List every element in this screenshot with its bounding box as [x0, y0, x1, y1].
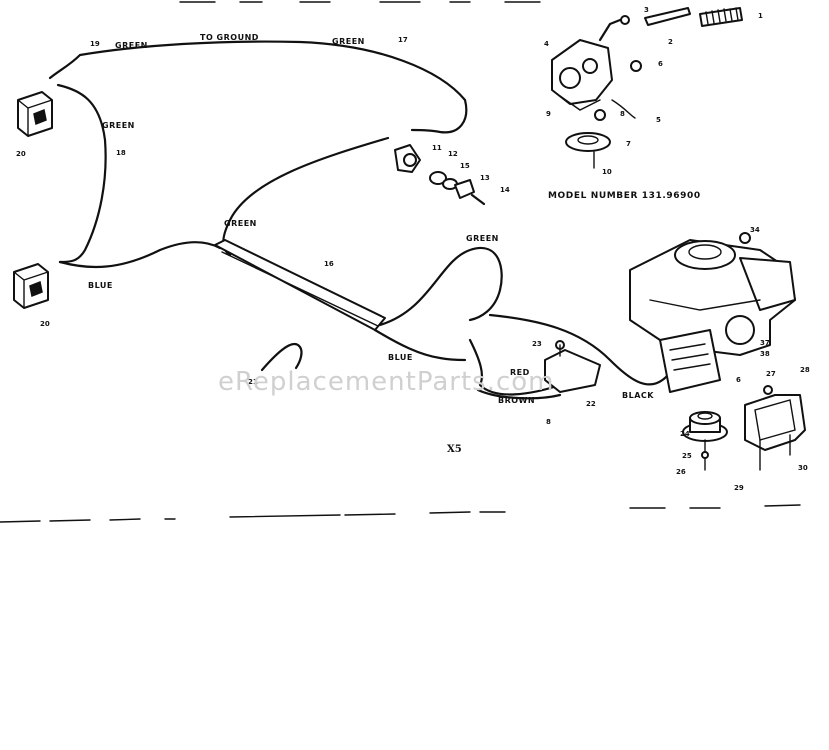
bottom-edge-line [0, 504, 801, 523]
callout-25: 25 [682, 452, 692, 460]
wire-clip-21 [260, 342, 303, 372]
callout-34: 34 [750, 226, 760, 234]
control-bar-bracket [544, 340, 601, 393]
callout-23: 23 [532, 340, 542, 348]
callout-26: 26 [676, 468, 686, 476]
blade-adapter [682, 411, 728, 471]
callout-11: 11 [432, 144, 442, 152]
callout-38: 38 [760, 350, 770, 358]
engine [629, 232, 796, 393]
callout-8: 8 [620, 110, 625, 118]
callout-17: 17 [398, 36, 408, 44]
label-red: RED [510, 368, 530, 377]
callout-20a: 20 [16, 150, 26, 158]
callout-21: 21 [248, 378, 258, 386]
wire-labels: TO GROUND GREEN GREEN GREEN GREEN GREEN … [88, 33, 654, 405]
callout-15: 15 [460, 162, 470, 170]
callout-9: 9 [546, 110, 551, 118]
callout-30: 30 [798, 464, 808, 472]
callout-19: 19 [90, 40, 100, 48]
label-green-right: GREEN [466, 234, 499, 243]
page-code: X5 [447, 444, 462, 455]
label-blue-center: BLUE [388, 353, 413, 362]
label-black: BLACK [622, 391, 654, 400]
watermark: eReplacementParts.com [218, 367, 555, 397]
callout-37: 37 [760, 339, 770, 347]
callout-14: 14 [500, 186, 510, 194]
callout-12: 12 [448, 150, 458, 158]
callout-7: 7 [626, 140, 631, 148]
callout-4: 4 [544, 40, 549, 48]
model-number-label: MODEL NUMBER 131.96900 [548, 191, 701, 201]
upper-left-switch [17, 91, 53, 137]
label-green-center: GREEN [224, 219, 257, 228]
callout-5: 5 [656, 116, 661, 124]
callout-10: 10 [602, 168, 612, 176]
callout-1: 1 [758, 12, 763, 20]
callout-28: 28 [800, 366, 810, 374]
label-to-ground: TO GROUND [200, 33, 259, 42]
callout-numbers: 1 2 3 4 5 6 7 8 9 10 11 12 13 14 15 16 1… [16, 6, 810, 492]
label-brown: BROWN [498, 396, 535, 405]
callout-20b: 20 [40, 320, 50, 328]
callout-29: 29 [734, 484, 744, 492]
callout-16: 16 [324, 260, 334, 268]
callout-8b: 8 [546, 418, 551, 426]
control-assembly [551, 7, 743, 169]
callout-6: 6 [658, 60, 663, 68]
callout-24: 24 [680, 430, 690, 438]
label-blue-left: BLUE [88, 281, 113, 290]
callout-3: 3 [644, 6, 649, 14]
callout-22: 22 [586, 400, 596, 408]
label-green-top-right: GREEN [332, 37, 365, 46]
ignition-switch-assembly [394, 144, 486, 206]
bracket [744, 385, 806, 471]
callout-27: 27 [766, 370, 776, 378]
wire-harness [48, 40, 670, 400]
callout-13: 13 [480, 174, 490, 182]
callout-2: 2 [668, 38, 673, 46]
lower-left-switch [13, 263, 49, 309]
callout-6b: 6 [736, 376, 741, 384]
callout-18: 18 [116, 149, 126, 157]
label-green-left: GREEN [102, 121, 135, 130]
label-green-top-left: GREEN [115, 41, 148, 50]
